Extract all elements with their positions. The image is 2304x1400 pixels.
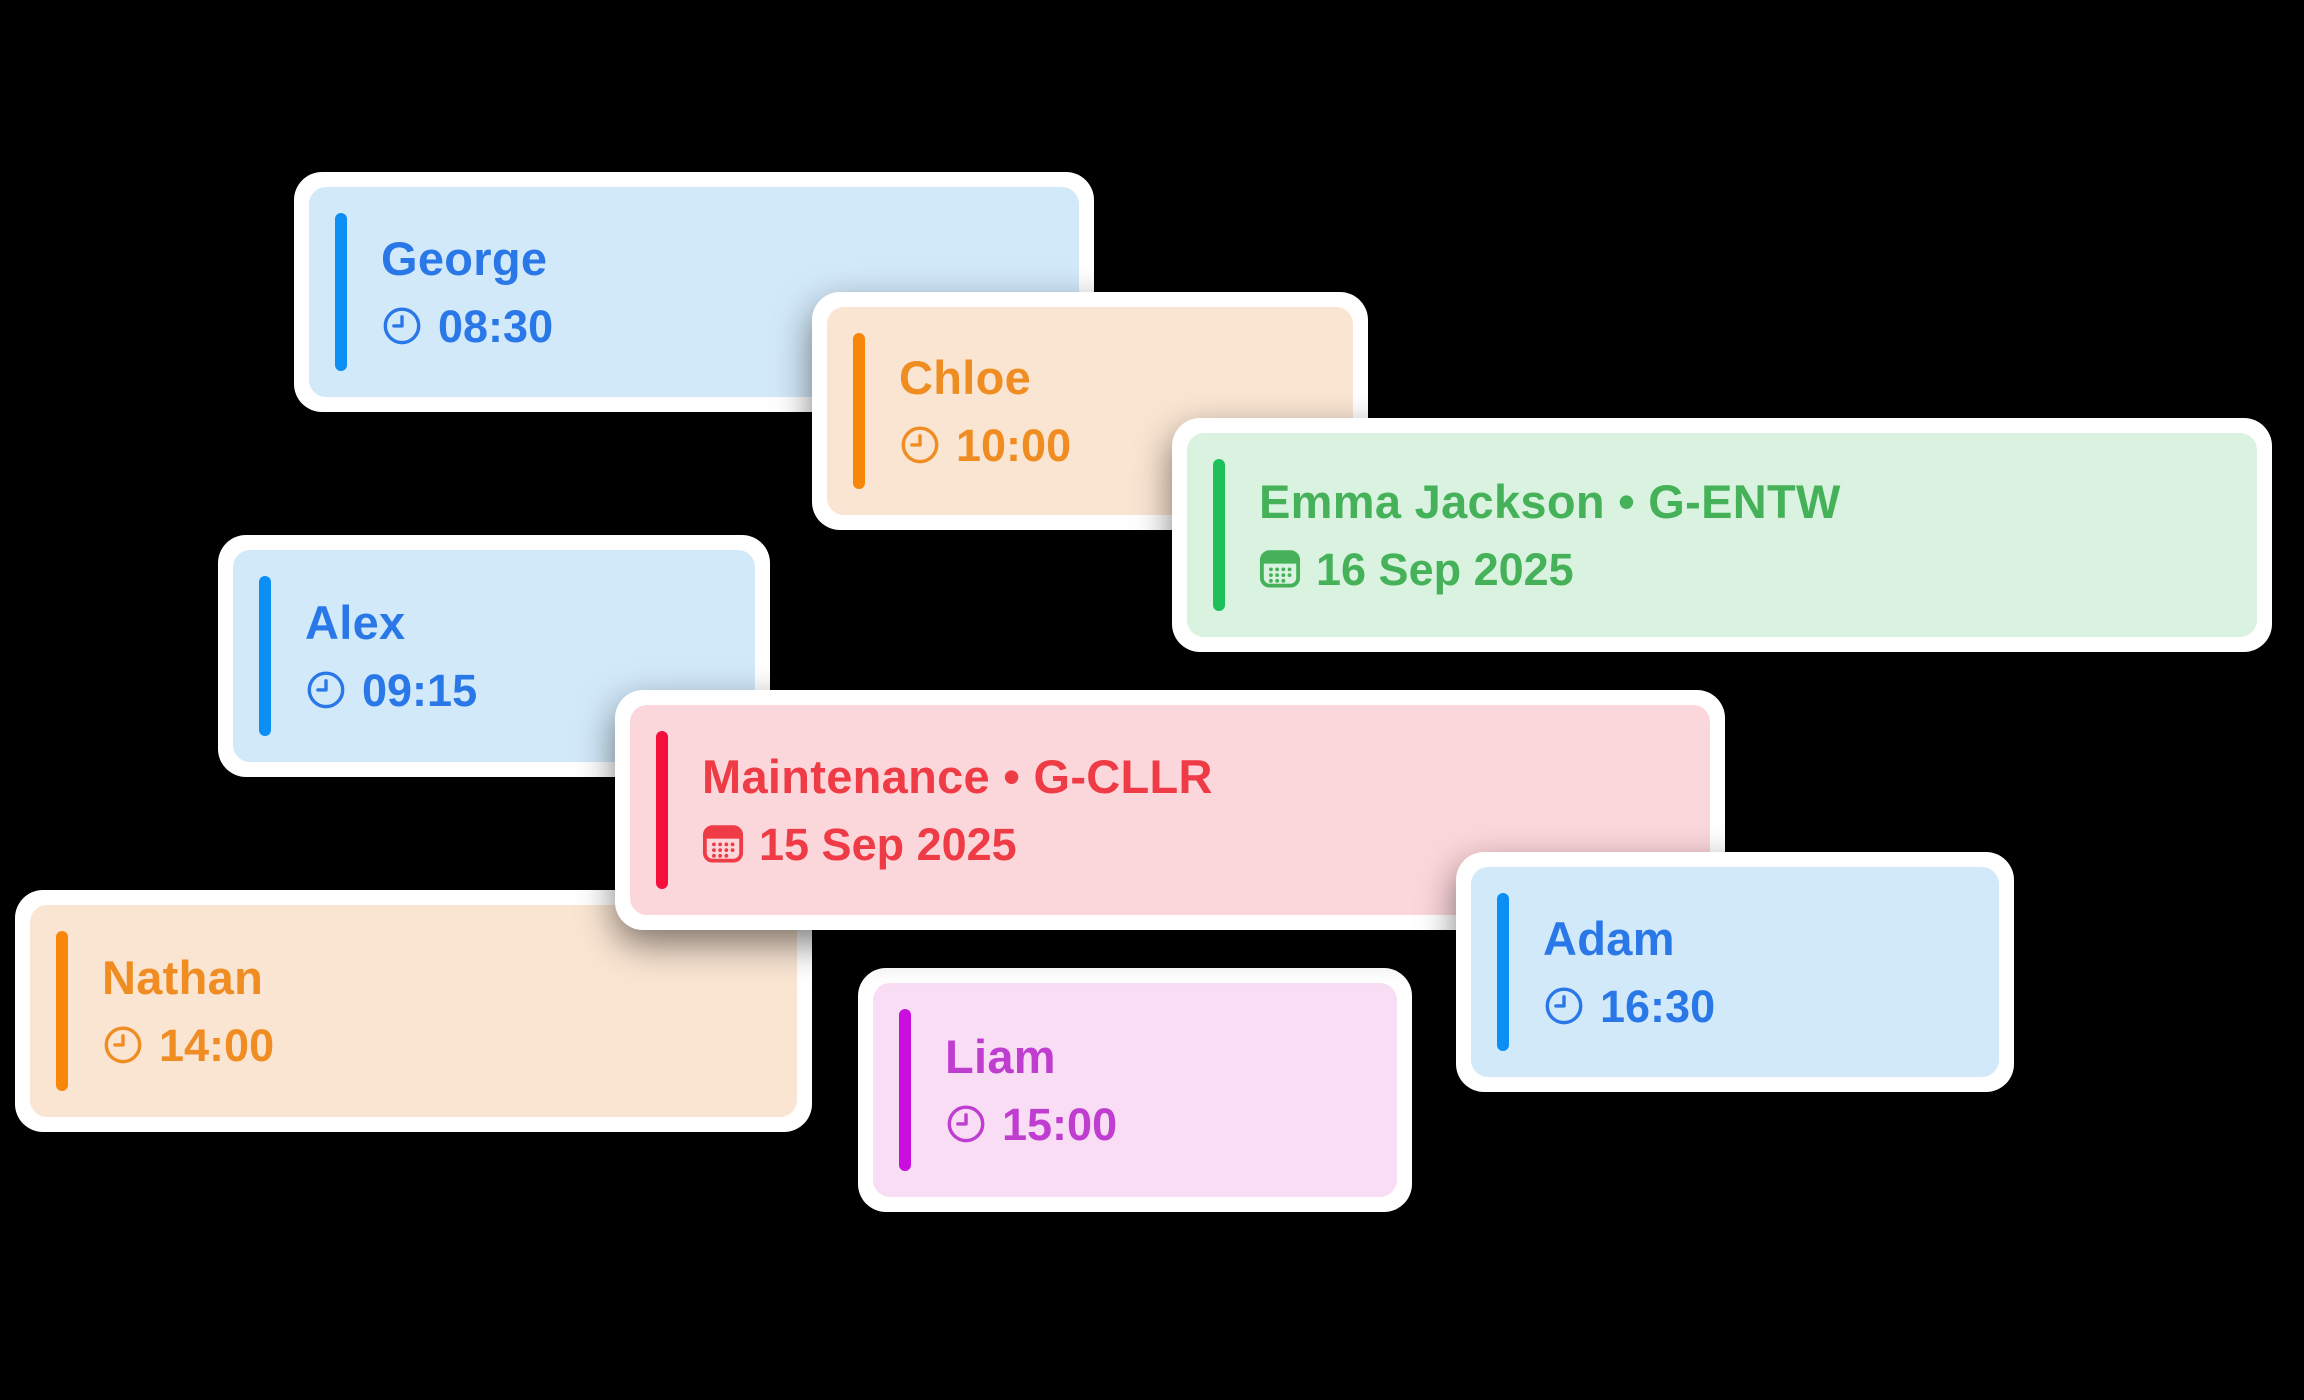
accent-bar <box>335 213 347 371</box>
card-meta: 16 Sep 2025 <box>1259 545 1841 595</box>
card-surface: Nathan 14:00 <box>30 905 797 1117</box>
card-title: Emma Jackson • G-ENTW <box>1259 474 1841 528</box>
clock-icon <box>305 669 347 711</box>
card-time: 16:30 <box>1600 980 1716 1032</box>
card-title: Nathan <box>102 950 264 1004</box>
card-title: George <box>381 231 548 285</box>
card-title: Adam <box>1543 911 1675 965</box>
clock-icon <box>945 1103 987 1145</box>
card-date: 16 Sep 2025 <box>1316 543 1574 595</box>
card-time: 09:15 <box>362 664 478 716</box>
card-meta: 15 Sep 2025 <box>702 820 1213 870</box>
clock-icon <box>1543 985 1585 1027</box>
accent-bar <box>853 333 865 489</box>
card-meta: 15:00 <box>945 1100 1117 1150</box>
card-date: 15 Sep 2025 <box>759 818 1017 870</box>
card-title: Alex <box>305 595 406 649</box>
clock-icon <box>102 1024 144 1066</box>
event-card-nathan[interactable]: Nathan 14:00 <box>15 890 812 1132</box>
card-title: Chloe <box>899 350 1032 404</box>
card-time: 10:00 <box>956 419 1072 471</box>
card-meta: 10:00 <box>899 421 1071 471</box>
accent-bar <box>656 731 668 889</box>
card-content: Adam 16:30 <box>1543 913 1715 1031</box>
card-surface: Adam 16:30 <box>1471 867 1999 1077</box>
card-meta: 09:15 <box>305 666 477 716</box>
event-card-emma-jackson[interactable]: Emma Jackson • G-ENTW 16 Sep 2025 <box>1172 418 2272 652</box>
clock-icon <box>381 305 423 347</box>
clock-icon <box>899 424 941 466</box>
card-content: George 08:30 <box>381 233 553 351</box>
accent-bar <box>259 576 271 736</box>
accent-bar <box>56 931 68 1091</box>
card-time: 15:00 <box>1002 1098 1118 1150</box>
card-meta: 16:30 <box>1543 982 1715 1032</box>
card-meta: 14:00 <box>102 1021 274 1071</box>
card-content: Maintenance • G-CLLR 15 Sep 2025 <box>702 751 1213 869</box>
card-meta: 08:30 <box>381 302 553 352</box>
accent-bar <box>1497 893 1509 1051</box>
card-surface: Emma Jackson • G-ENTW 16 Sep 2025 <box>1187 433 2257 637</box>
event-card-liam[interactable]: Liam 15:00 <box>858 968 1412 1212</box>
card-time: 14:00 <box>159 1019 275 1071</box>
accent-bar <box>899 1009 911 1171</box>
calendar-icon <box>702 823 744 865</box>
card-content: Nathan 14:00 <box>102 952 274 1070</box>
card-content: Liam 15:00 <box>945 1031 1117 1149</box>
card-surface: Maintenance • G-CLLR 15 Sep 2025 <box>630 705 1710 915</box>
card-surface: Liam 15:00 <box>873 983 1397 1197</box>
card-time: 08:30 <box>438 300 554 352</box>
card-title: Liam <box>945 1029 1056 1083</box>
card-content: Alex 09:15 <box>305 597 477 715</box>
accent-bar <box>1213 459 1225 611</box>
calendar-icon <box>1259 548 1301 590</box>
card-content: Chloe 10:00 <box>899 352 1071 470</box>
card-title: Maintenance • G-CLLR <box>702 749 1213 803</box>
card-content: Emma Jackson • G-ENTW 16 Sep 2025 <box>1259 476 1841 594</box>
event-card-adam[interactable]: Adam 16:30 <box>1456 852 2014 1092</box>
